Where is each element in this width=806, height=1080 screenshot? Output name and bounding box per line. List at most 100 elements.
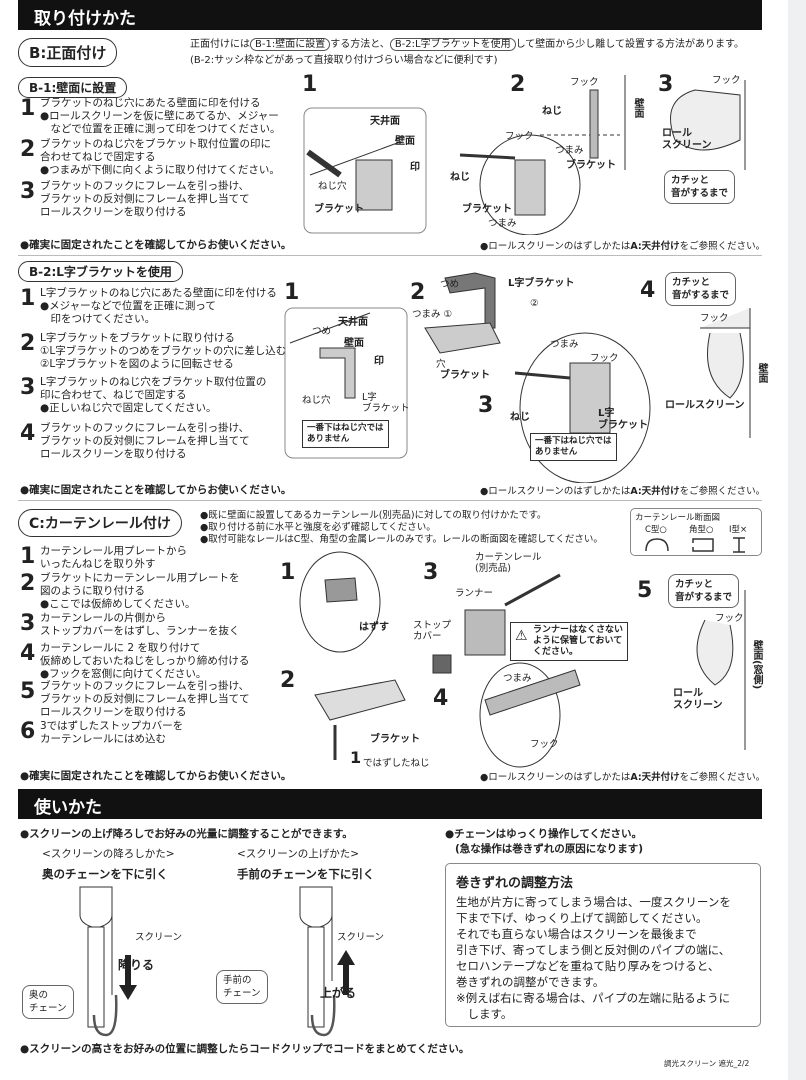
b2-label-bracket: ブラケット (440, 370, 490, 381)
b2-illustration (284, 272, 751, 483)
b2-label-screw-hole: ねじ穴 (302, 395, 331, 406)
b1-label-bracket-2: ブラケット (566, 160, 616, 171)
b2-note-right-link: A:天井付け (630, 486, 680, 497)
c-click-bubble: カチッと 音がするまで (668, 574, 740, 608)
b1-title: B-1:壁面に設置 (18, 77, 128, 98)
b1-label-mark: 印 (410, 162, 420, 173)
step-line: いったんねじを取り外す (40, 558, 156, 570)
step-text: ブラケットのねじ穴をブラケット取付位置の印に合わせてねじで固定する●つまみが下側… (40, 138, 280, 177)
step-number: 1 (20, 286, 36, 311)
step-line: ●正しいねじ穴で固定してください。 (40, 402, 217, 414)
adjust-line: 引き下げ、寄ってしまう側と反対側のパイプの端に、 (456, 943, 731, 957)
usage-back-chain-bubble: 奥の チェーン (22, 985, 74, 1019)
step-number: 1 (20, 544, 36, 569)
c-intro-line: ●既に壁面に設置してあるカーテンレール(別売品)に対しての取り付けかたです。 (200, 510, 547, 521)
b2-label-hook-2: フック (700, 313, 729, 324)
b-intro-a: 正面付けには (190, 39, 250, 50)
step-line: カーテンレールの片側から (40, 612, 166, 624)
usage-front-chain-bubble: 手前の チェーン (216, 970, 268, 1004)
step-line: ロールスクリーンを取り付ける (40, 448, 187, 460)
c-label-stop-cover: ストップ カバー (413, 620, 452, 642)
c-label-remove: はずす (359, 622, 389, 633)
b2-label-knob: つまみ (550, 339, 579, 350)
step-number: 4 (20, 641, 36, 666)
step-text: ブラケットのフックにフレームを引っ掛け、ブラケットの反対側にフレームを押し当てて… (40, 680, 250, 719)
c-fig-2-number: 2 (280, 668, 296, 693)
b2-label-wall: 壁面 (344, 338, 364, 349)
adjust-title: 巻きずれの調整方法 (456, 876, 574, 891)
step-line: ロールスクリーンを取り付ける (40, 206, 187, 218)
c-warning: ⚠ランナーはなくさない ように保管しておいて ください。 (510, 622, 629, 661)
step-text: L字ブラケットのねじ穴にあたる壁面に印を付ける●メジャーなどで位置を正確に測って… (40, 287, 277, 326)
usage-label-goes-down: 降りる (118, 958, 155, 972)
rail-square-type: 角型○ (689, 525, 714, 535)
b2-fig-1-number: 1 (284, 280, 300, 305)
c-note-right: ●ロールスクリーンのはずしかたはA:天井付けをご参照ください。 (480, 769, 765, 783)
c-fig-5-number: 5 (637, 578, 653, 603)
b2-fig-2-number: 2 (410, 280, 426, 305)
adjust-line: します。 (456, 1007, 513, 1021)
step-line: ①L字ブラケットのつめをブラケットの穴に差し込む (40, 345, 287, 357)
b1-note-right: ●ロールスクリーンのはずしかたはA:天井付けをご参照ください。 (480, 238, 765, 252)
b-intro2: (B-2:サッシ枠などがあって直接取り付けづらい場合などに便利です) (190, 55, 498, 66)
step-text: ブラケットのねじ穴にあたる壁面に印を付ける●ロールスクリーンを仮に壁にあてるか、… (40, 97, 280, 136)
step-line: 印に合わせて、ねじで固定する (40, 389, 187, 401)
c-note: ●確実に固定されたことを確認してからお使いください。 (20, 770, 292, 782)
step-line: ブラケットのフックにフレームを引っ掛け、 (40, 180, 250, 192)
b2-label-screw: ねじ (510, 412, 530, 423)
c-intro: ●既に壁面に設置してあるカーテンレール(別売品)に対しての取り付けかたです。 ●… (200, 510, 603, 546)
usage-title: 使いかた (34, 798, 102, 818)
b1-label-knob-2: つまみ (488, 218, 517, 229)
b-intro-b2: B-2:L字ブラケットを使用 (389, 38, 516, 51)
step-line: ●つまみが下側に向くように取り付けてください。 (40, 164, 280, 176)
b2-warning-2: 一番下はねじ穴では ありません (530, 433, 617, 461)
step-line: L字ブラケットのねじ穴にあたる壁面に印を付ける (40, 287, 277, 299)
rail-i-type: I型× (729, 525, 748, 535)
rail-cross-section-box: カーテンレール断面図 C型○ 角型○ I型× (630, 508, 762, 556)
c-label-runner: ランナー (455, 588, 494, 599)
b2-note: ●確実に固定されたことを確認してからお使いください。 (20, 484, 292, 496)
step-text: 3ではずしたストップカバーをカーテンレールにはめ込む (40, 720, 183, 746)
step-line: 仮締めしておいたねじをしっかり締め付ける (40, 655, 250, 667)
b1-note-right-a: ●ロールスクリーンのはずしかたは (480, 241, 631, 252)
section-header-usage: 使いかた (18, 789, 762, 819)
step-number: 2 (20, 571, 36, 596)
step-line: ●フックを窓側に向けてください。 (40, 668, 207, 680)
b1-label-hook-1: フック (570, 77, 599, 88)
step-line: 3ではずしたストップカバーを (40, 720, 184, 732)
step-text: カーテンレール用プレートからいったんねじを取り外す (40, 545, 187, 571)
step-line: ブラケットにカーテンレール用プレートを (40, 572, 240, 584)
step-line: 印をつけてください。 (40, 313, 156, 325)
step-line: ブラケットのフックにフレームを引っ掛け、 (40, 422, 250, 434)
c-label-hook-2: フック (715, 613, 744, 624)
b2-title: B-2:L字ブラケットを使用 (18, 261, 183, 282)
b1-figures: 1 2 3 天井面 壁面 印 ねじ穴 ブラケット フック ねじ つまみ ブラケッ… (300, 70, 770, 235)
b2-warning-1: 一番下はねじ穴では ありません (302, 420, 389, 448)
c-label-roll-screen: ロール スクリーン (673, 688, 723, 711)
c-label-hook: フック (530, 739, 559, 750)
step-number: 4 (20, 421, 36, 446)
step-number: 5 (20, 679, 36, 704)
b1-label-bracket: ブラケット (314, 204, 364, 215)
step-number: 2 (20, 137, 36, 162)
b1-label-ceiling: 天井面 (370, 116, 400, 127)
page-edge (788, 0, 806, 1080)
c-label-removed-screw: ではずしたねじ (363, 758, 430, 769)
b1-label-knob-1: つまみ (555, 145, 584, 156)
c-intro-line: ●取付可能なレールはC型、角型の金属レールのみです。レールの断面図を確認してくだ… (200, 534, 603, 545)
b2-note-right: ●ロールスクリーンのはずしかたはA:天井付けをご参照ください。 (480, 483, 765, 497)
b2-label-l-bracket-title: L字ブラケット (508, 278, 575, 289)
c-fig-1-number: 1 (280, 560, 296, 585)
b-intro-c: する方法と、 (330, 39, 390, 50)
c-label-removed-screw-number: 1 (350, 748, 362, 767)
c-intro-line: ●取り付ける前に水平と強度を必ず確認してください。 (200, 522, 436, 533)
step-number: 3 (20, 375, 36, 400)
b1-label-screw-hole: ねじ穴 (318, 181, 347, 192)
b2-label-ceiling: 天井面 (338, 317, 368, 328)
